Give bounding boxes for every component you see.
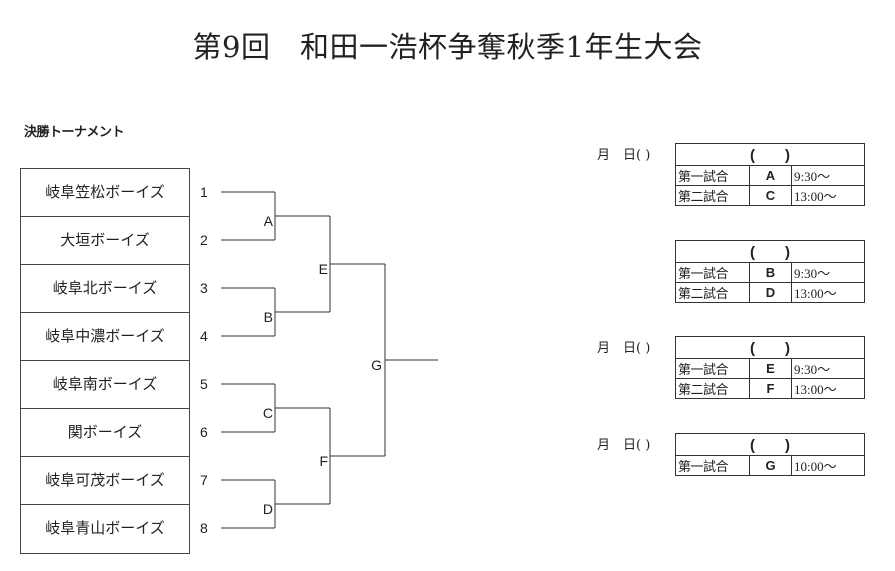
schedule-date: 月 日( ) xyxy=(597,148,651,163)
schedule-table: ( ) 第一試合 B 9:30～ 第二試合 D 13:00～ xyxy=(675,240,865,303)
schedule-table: ( ) 第一試合 A 9:30～ 第二試合 C 13:00～ xyxy=(675,143,865,206)
team-cell: 岐阜中濃ボーイズ xyxy=(21,313,189,361)
seed-number: 3 xyxy=(200,280,208,296)
seed-number: 7 xyxy=(200,472,208,488)
team-cell: 岐阜青山ボーイズ xyxy=(45,519,165,537)
venue-cell: ( ) xyxy=(675,240,865,263)
team-list: 岐阜笠松ボーイズ 大垣ボーイズ 岐阜北ボーイズ 岐阜中濃ボーイズ 岐阜南ボーイズ… xyxy=(20,168,190,554)
game-match: F xyxy=(749,378,792,399)
team-cell: 関ボーイズ xyxy=(21,409,189,457)
team-cell: 岐阜可茂ボーイズ xyxy=(21,457,189,505)
seed-number: 2 xyxy=(200,232,208,248)
game-match: B xyxy=(749,262,792,283)
match-label: D xyxy=(263,501,273,517)
game-time: 10:00～ xyxy=(791,455,865,476)
game-match: E xyxy=(749,358,792,379)
seed-number: 5 xyxy=(200,376,208,392)
game-label: 第一試合 xyxy=(675,165,750,186)
game-match: D xyxy=(749,282,792,303)
match-label: G xyxy=(371,357,382,373)
game-label: 第二試合 xyxy=(675,185,750,206)
team-cell: 岐阜北ボーイズ xyxy=(21,265,189,313)
game-match: A xyxy=(749,165,792,186)
team-cell: 岐阜南ボーイズ xyxy=(21,361,189,409)
seed-number: 8 xyxy=(200,520,208,536)
game-time: 9:30～ xyxy=(791,262,865,283)
game-time: 13:00～ xyxy=(791,185,865,206)
game-time: 13:00～ xyxy=(791,282,865,303)
team-cell: 大垣ボーイズ xyxy=(21,217,189,265)
game-time: 9:30～ xyxy=(791,358,865,379)
match-label: A xyxy=(264,213,274,229)
game-time: 13:00～ xyxy=(791,378,865,399)
game-match: C xyxy=(749,185,792,206)
match-label: C xyxy=(263,405,273,421)
team-cell: 岐阜笠松ボーイズ xyxy=(21,169,189,217)
page-title: 第9回 和田一浩杯争奪秋季1年生大会 xyxy=(192,30,703,64)
game-label: 第一試合 xyxy=(675,455,750,476)
game-label: 第一試合 xyxy=(675,358,750,379)
match-label: E xyxy=(319,261,328,277)
schedule-table: ( ) 第一試合 G 10:00～ xyxy=(675,433,865,476)
match-label: F xyxy=(319,453,328,469)
match-label: B xyxy=(264,309,273,325)
game-label: 第二試合 xyxy=(675,378,750,399)
venue-cell: ( ) xyxy=(675,336,865,359)
venue-cell: ( ) xyxy=(675,433,865,456)
seed-number: 1 xyxy=(200,184,208,200)
game-label: 第一試合 xyxy=(675,262,750,283)
seed-number: 4 xyxy=(200,328,208,344)
game-match: G xyxy=(749,455,792,476)
section-subtitle: 決勝トーナメント xyxy=(24,125,125,140)
schedule-table: ( ) 第一試合 E 9:30～ 第二試合 F 13:00～ xyxy=(675,336,865,399)
schedule-date: 月 日( ) xyxy=(597,438,651,453)
schedule-date: 月 日( ) xyxy=(597,341,651,356)
game-time: 9:30～ xyxy=(791,165,865,186)
seed-number: 6 xyxy=(200,424,208,440)
game-label: 第二試合 xyxy=(675,282,750,303)
venue-cell: ( ) xyxy=(675,143,865,166)
